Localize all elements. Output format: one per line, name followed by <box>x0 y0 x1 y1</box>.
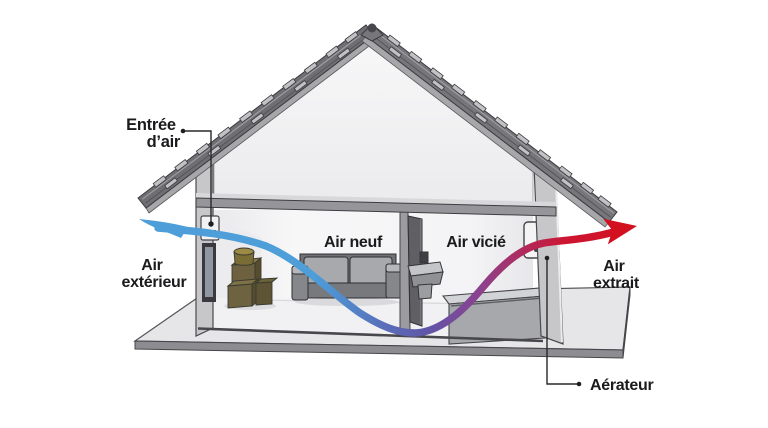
tile-course-line <box>373 29 615 214</box>
small-box-front <box>255 281 273 306</box>
label-stale-air: Air vicié <box>446 234 506 251</box>
labels: Entrée d’air Air extérieur Air neuf Air … <box>122 116 654 394</box>
washbasin <box>407 251 444 300</box>
pot-body <box>233 250 255 266</box>
ceiling-cut-face <box>195 197 557 217</box>
leader-dots <box>180 128 582 387</box>
label-extracted-air: Air extrait <box>593 258 640 292</box>
leader-dot <box>180 128 186 134</box>
faucet <box>419 251 429 264</box>
ceiling <box>195 193 557 217</box>
leader-dot <box>576 381 582 387</box>
slab-right-face <box>622 286 631 359</box>
ceiling-top-face <box>196 193 556 207</box>
leader-lines <box>183 130 579 385</box>
label-fresh-air: Air neuf <box>324 234 383 251</box>
roof <box>137 23 618 228</box>
storage-boxes <box>224 247 279 310</box>
basin-body <box>410 271 444 288</box>
roof-right-tiles <box>370 29 615 218</box>
low-box-front <box>227 283 253 309</box>
air-inlet-leader-line <box>183 130 212 222</box>
airflow <box>139 218 637 337</box>
floor-front-edge <box>197 327 544 343</box>
extractor-leader-line <box>546 258 579 385</box>
roof-left-slope <box>137 24 378 214</box>
right-wall-edge-highlight <box>555 181 563 343</box>
leader-dot <box>208 221 214 227</box>
basin-pedestal <box>417 283 433 300</box>
small-box-top <box>254 277 279 284</box>
tile-nubs <box>152 31 359 190</box>
tile-nubs <box>386 34 612 208</box>
sofa-seat-front <box>303 282 391 299</box>
label-air-inlet: Entrée d’air <box>126 116 181 151</box>
roof-right-slope <box>361 25 618 228</box>
leader-dot <box>544 255 550 261</box>
window-pane <box>205 247 213 297</box>
tile-course-line <box>142 29 369 200</box>
extracted-air-arrowhead <box>603 218 637 245</box>
ridge-knob <box>367 23 377 33</box>
label-outdoor-air: Air extérieur <box>122 257 187 291</box>
sofa <box>291 253 403 306</box>
label-extractor: Aérateur <box>590 377 653 394</box>
roof-left-tiles <box>142 29 372 204</box>
airflow-curve <box>154 224 618 337</box>
